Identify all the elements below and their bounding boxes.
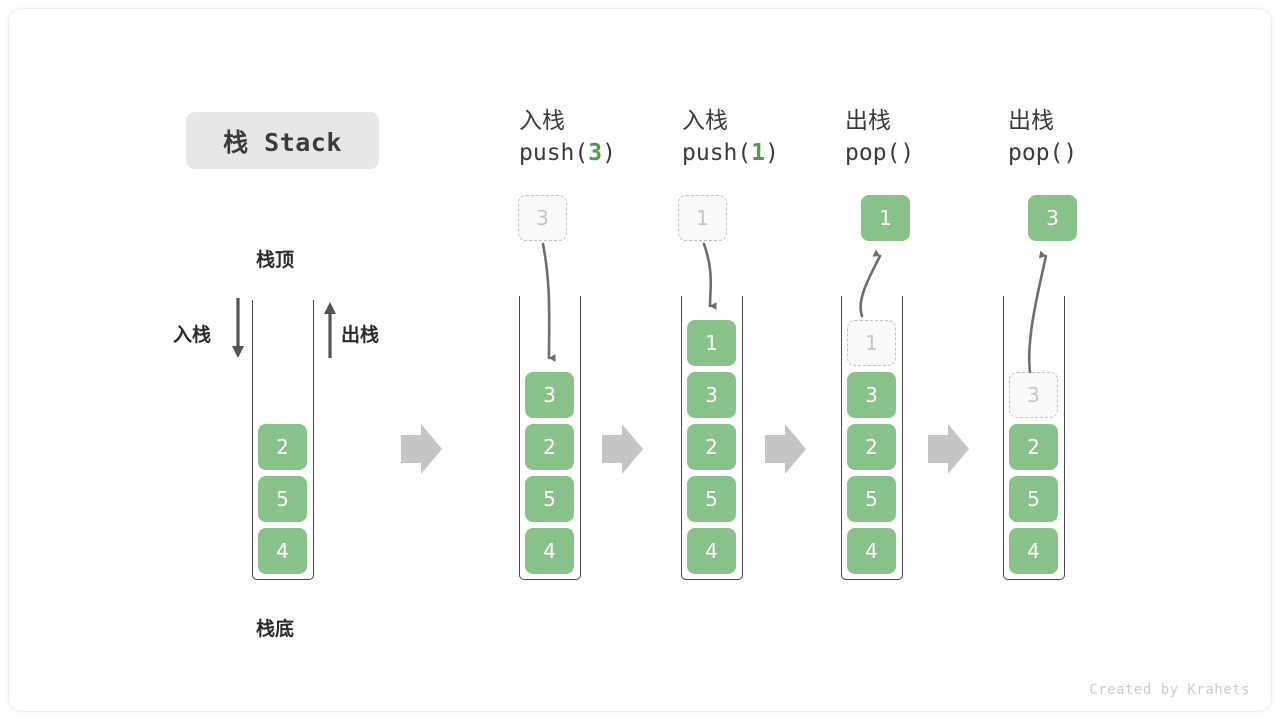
stack-cell: 3 [847,372,896,418]
removed-cell-pop-1: 1 [847,320,896,366]
column-heading-push-1: 入栈 push(1) [682,106,862,170]
code-arg: 1 [751,140,766,166]
column-heading-code: pop() [845,136,1025,170]
stack-cell: 5 [847,476,896,522]
column-heading-pop-1: 出栈 pop() [845,106,1025,170]
code-pre: push( [519,140,589,166]
code-post: ) [900,140,915,166]
stack-cell: 2 [258,424,307,470]
column-heading-cn: 入栈 [682,108,728,134]
diagram-title-chip: 栈 Stack [186,112,379,169]
stack-cell: 4 [847,528,896,574]
stack-container-push-1 [681,296,743,580]
push-direction-label: 入栈 [173,324,212,346]
stack-cell: 3 [687,372,736,418]
stack-top-label: 栈顶 [256,249,295,271]
code-post: ) [765,140,779,166]
column-heading-push-3: 入栈 push(3) [519,106,699,170]
stack-container-pop-1 [841,296,903,580]
stack-cell: 2 [525,424,574,470]
column-heading-code: push(3) [519,136,699,170]
floating-value-push-1: 1 [678,195,727,241]
stack-cell: 2 [847,424,896,470]
stack-cell: 4 [258,528,307,574]
stack-cell: 4 [687,528,736,574]
code-pre: push( [682,140,752,166]
code-pre: pop( [845,140,901,166]
floating-value-pop-3: 3 [1028,195,1077,241]
removed-cell-pop-3: 3 [1009,372,1058,418]
code-post: ) [602,140,616,166]
credit-footer: Created by Krahets [1089,682,1250,698]
stack-cell: 2 [1009,424,1058,470]
floating-value-push-3: 3 [518,195,567,241]
pop-direction-label: 出栈 [341,324,380,346]
column-heading-code: push(1) [682,136,862,170]
stack-bottom-label: 栈底 [256,618,295,640]
stack-container-push-3 [519,296,581,580]
floating-value-pop-1: 1 [861,195,910,241]
stack-cell: 3 [525,372,574,418]
code-pre: pop( [1008,140,1064,166]
stack-cell: 4 [1009,528,1058,574]
code-post: ) [1063,140,1078,166]
column-heading-code: pop() [1008,136,1188,170]
stack-cell: 5 [525,476,574,522]
code-arg: 3 [588,140,603,166]
stack-container-initial [252,300,314,580]
stack-cell: 1 [687,320,736,366]
column-heading-cn: 入栈 [519,108,565,134]
stack-cell: 4 [525,528,574,574]
stack-cell: 5 [1009,476,1058,522]
stack-cell: 5 [687,476,736,522]
column-heading-cn: 出栈 [845,108,891,134]
column-heading-pop-3: 出栈 pop() [1008,106,1188,170]
stack-cell: 2 [687,424,736,470]
stack-container-pop-3 [1003,296,1065,580]
stack-cell: 5 [258,476,307,522]
column-heading-cn: 出栈 [1008,108,1054,134]
